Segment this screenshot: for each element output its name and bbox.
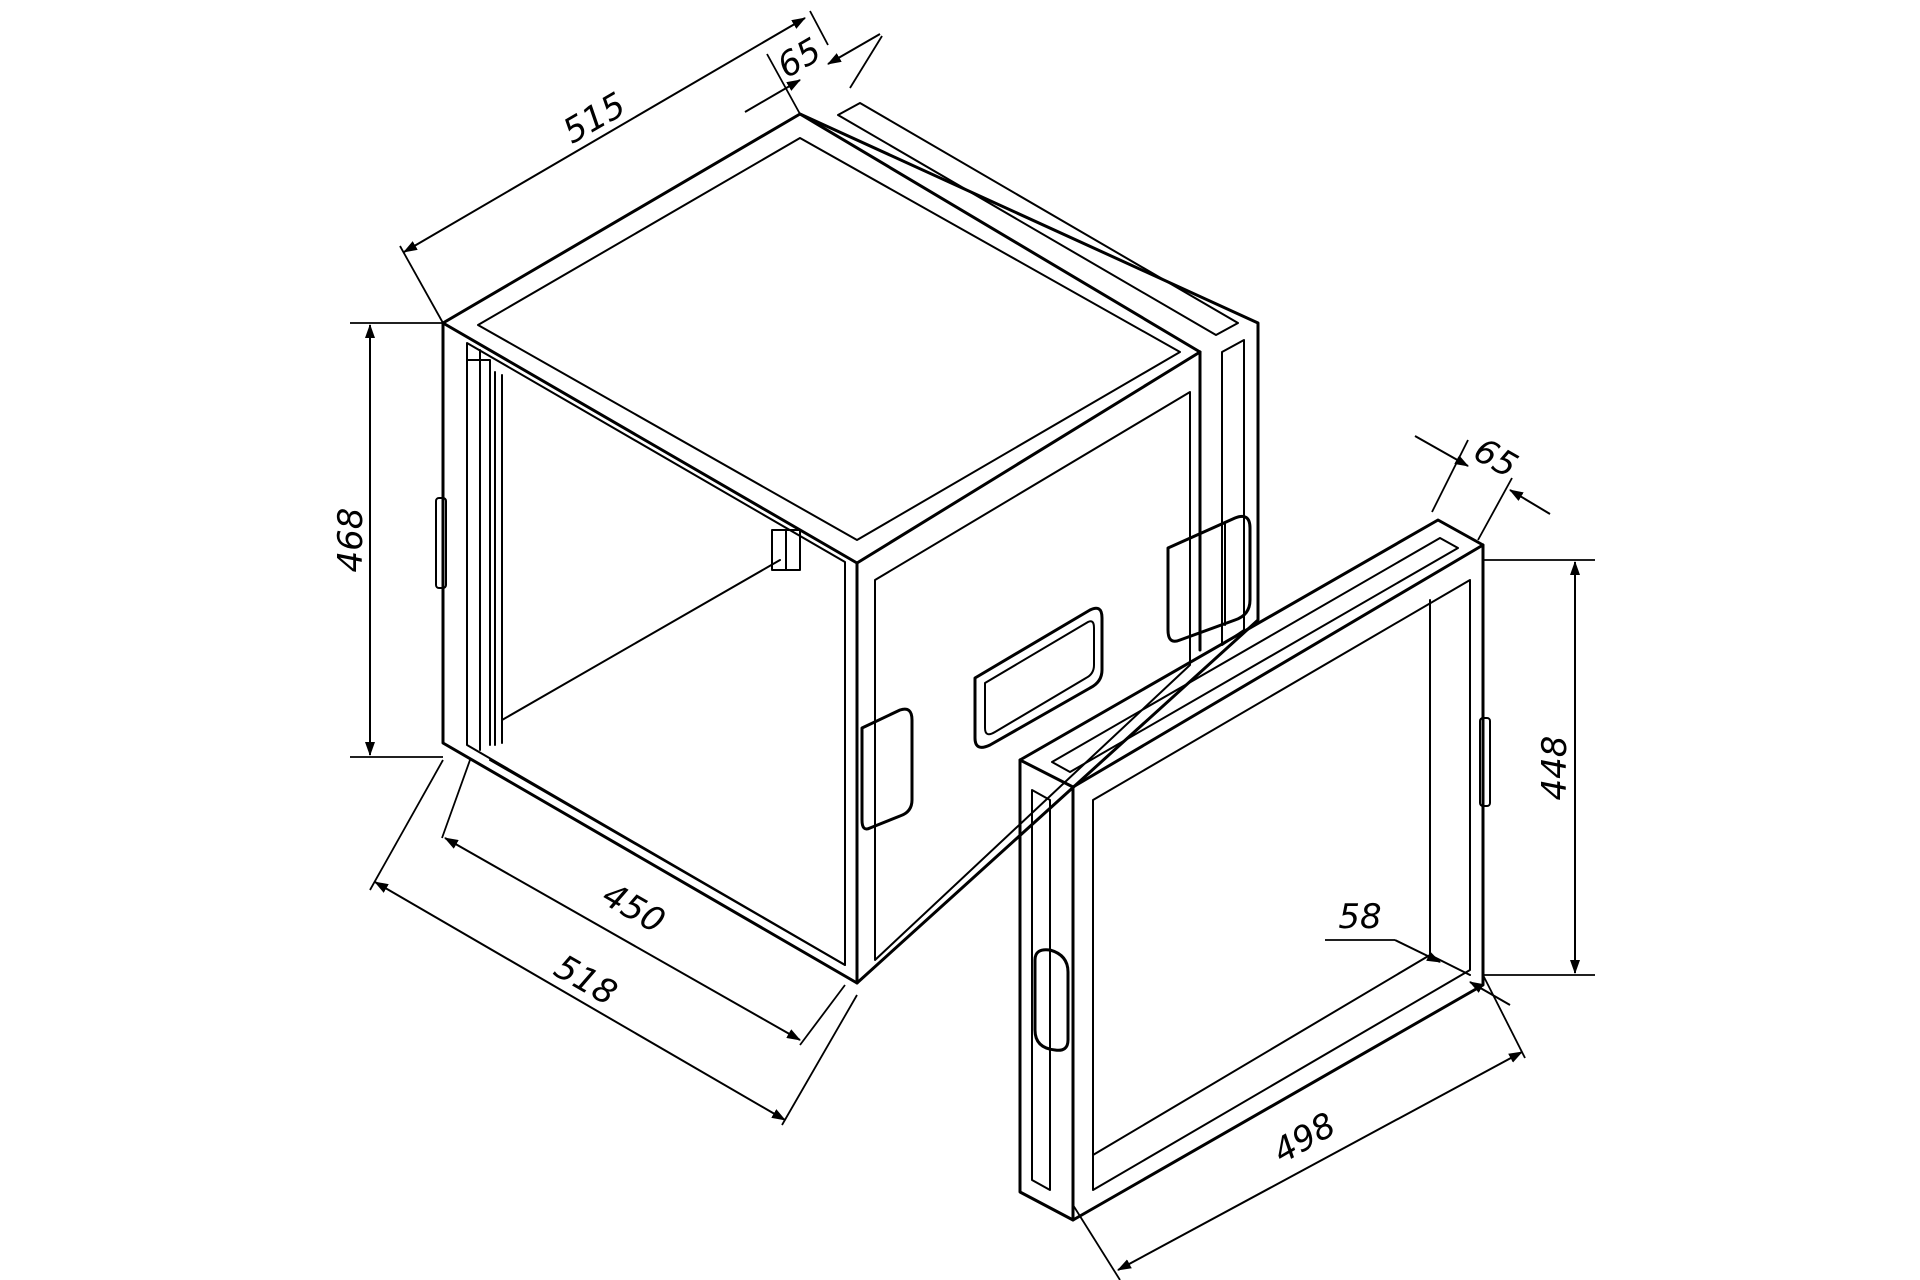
lid-inner-frame <box>1092 579 1471 1191</box>
dimension-498-label: 498 <box>1266 1105 1342 1172</box>
lid-right-latch <box>1479 717 1491 807</box>
cabinet-upper-latch <box>1166 514 1252 643</box>
lid-inner-corner <box>1429 954 1471 976</box>
cabinet-side-panel <box>874 391 1191 961</box>
cabinet-front-frame-depth <box>466 359 491 746</box>
lid-inner-depth <box>1092 599 1431 1156</box>
cabinet-front-top-edge <box>441 321 859 565</box>
lid-top-strip <box>1051 537 1459 773</box>
dimension-448-label: 448 <box>1535 736 1575 801</box>
cabinet-lid-strip-top <box>837 102 1239 336</box>
dimension-65-lid-label: 65 <box>1467 430 1524 486</box>
dimension-468-label: 468 <box>331 508 371 573</box>
dimension-448: 448 <box>1483 559 1595 976</box>
dimension-58-label: 58 <box>1338 897 1381 937</box>
cabinet-left-latch <box>435 497 447 589</box>
dimension-518: 518 <box>369 759 858 1126</box>
cabinet-lid-seam <box>798 112 1202 354</box>
cabinet-inner-bottom <box>489 759 846 966</box>
dimension-58: 58 <box>1325 897 1511 1006</box>
dimension-65-lid: 65 <box>1414 430 1551 541</box>
cabinet-top-side-edge <box>855 350 1202 565</box>
cabinet-lower-latch <box>860 707 914 831</box>
cabinet-side-handle <box>973 606 1104 749</box>
dimension-450: 450 <box>441 759 846 1046</box>
cabinet-top-panel <box>477 137 1181 541</box>
cabinet-outline <box>441 112 1260 985</box>
dimension-450-label: 450 <box>595 875 671 942</box>
cabinet-body <box>435 102 1260 985</box>
lid-left-strip <box>1031 789 1051 1191</box>
cabinet-inner-back-bottom <box>501 559 781 721</box>
lid-left-handle <box>1033 948 1070 1052</box>
dimension-515: 515 <box>399 10 829 324</box>
cabinet-lid <box>1018 518 1491 1222</box>
dimension-65-top: 65 <box>744 30 883 113</box>
dimension-468: 468 <box>331 322 443 758</box>
cabinet-front-frame-inner <box>466 342 846 966</box>
